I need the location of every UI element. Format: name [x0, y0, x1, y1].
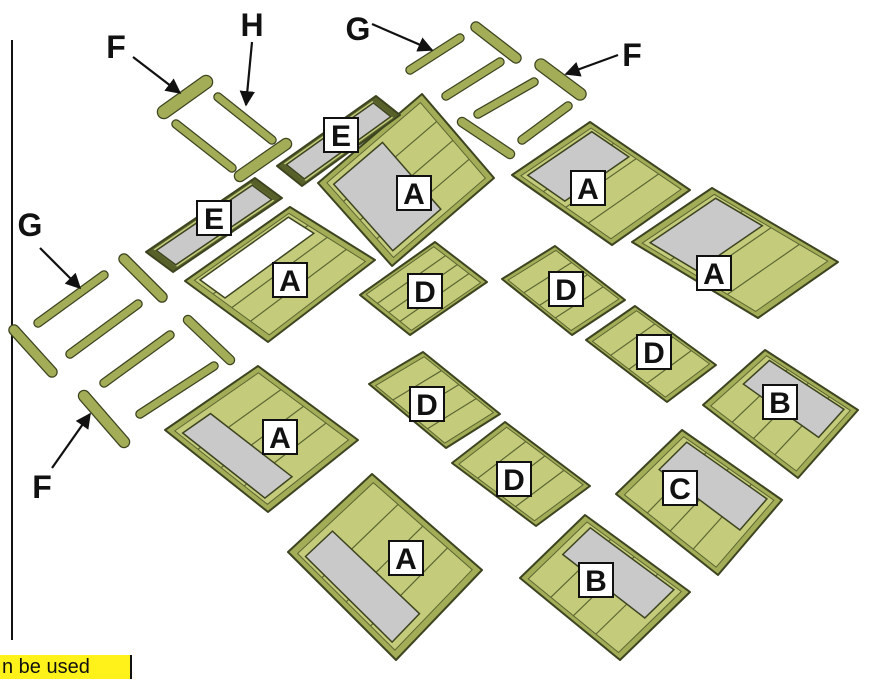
label-e-top: E	[324, 118, 358, 153]
svg-text:A: A	[577, 173, 599, 206]
svg-text:F: F	[106, 29, 126, 65]
svg-text:C: C	[669, 473, 691, 506]
callout-f-top-left: F	[106, 29, 180, 93]
label-b-bottom: B	[579, 563, 613, 598]
svg-text:A: A	[279, 265, 301, 298]
panel-c	[616, 430, 782, 575]
rail-h-2	[176, 124, 232, 168]
panel-a-bottom-left	[165, 366, 358, 512]
rail-g-left-2	[124, 259, 162, 297]
rail-g-left-6	[188, 320, 230, 360]
rail-g-left-1	[38, 275, 104, 323]
svg-text:A: A	[395, 543, 417, 576]
rail-g-top-6	[522, 106, 568, 140]
panels-layer	[146, 94, 858, 660]
svg-text:A: A	[403, 178, 425, 211]
rail-g-top-3	[446, 62, 500, 96]
label-a-bottom-left: A	[263, 420, 297, 455]
footer-note: n be used	[0, 655, 132, 679]
svg-text:B: B	[769, 387, 791, 420]
svg-text:D: D	[416, 389, 438, 422]
svg-text:D: D	[643, 337, 665, 370]
svg-text:E: E	[331, 120, 351, 153]
label-d-5: D	[497, 462, 531, 497]
rail-h-end	[240, 144, 286, 176]
svg-text:H: H	[240, 7, 263, 43]
svg-text:G: G	[18, 207, 43, 243]
label-a-top-center: A	[397, 176, 431, 211]
label-a-left: A	[273, 263, 307, 298]
rail-f-bottom-left	[84, 396, 124, 442]
svg-text:F: F	[622, 37, 642, 73]
label-e-left: E	[197, 201, 231, 236]
callout-f-top-right: F	[566, 37, 642, 74]
rail-h-1	[218, 97, 272, 140]
label-b-right: B	[763, 385, 797, 420]
svg-text:D: D	[555, 274, 577, 307]
rail-g-left-4	[14, 330, 52, 372]
rail-g-top-4	[478, 82, 534, 114]
svg-text:G: G	[346, 11, 371, 47]
label-d-1: D	[408, 274, 442, 309]
label-a-top-right: A	[571, 171, 605, 206]
callout-h-top: H	[240, 7, 263, 105]
svg-text:F: F	[32, 469, 52, 505]
rail-g-left-5	[104, 335, 170, 383]
panel-a-bottom	[288, 474, 482, 660]
rail-g-left-3	[70, 304, 138, 354]
svg-text:E: E	[204, 203, 224, 236]
svg-text:A: A	[269, 422, 291, 455]
rail-g-top-2	[476, 27, 516, 58]
svg-text:D: D	[414, 276, 436, 309]
svg-text:B: B	[585, 565, 607, 598]
label-a-right: A	[697, 256, 731, 291]
label-a-bottom: A	[389, 541, 423, 576]
label-d-2: D	[549, 272, 583, 307]
label-c: C	[663, 471, 697, 506]
callout-f-bottom-left: F	[32, 414, 90, 505]
svg-text:A: A	[703, 258, 725, 291]
svg-text:D: D	[503, 464, 525, 497]
callout-g-left: G	[18, 207, 80, 288]
label-d-4: D	[410, 387, 444, 422]
label-d-3: D	[637, 335, 671, 370]
rail-f-top-right	[541, 65, 580, 94]
callout-g-top: G	[346, 11, 432, 50]
